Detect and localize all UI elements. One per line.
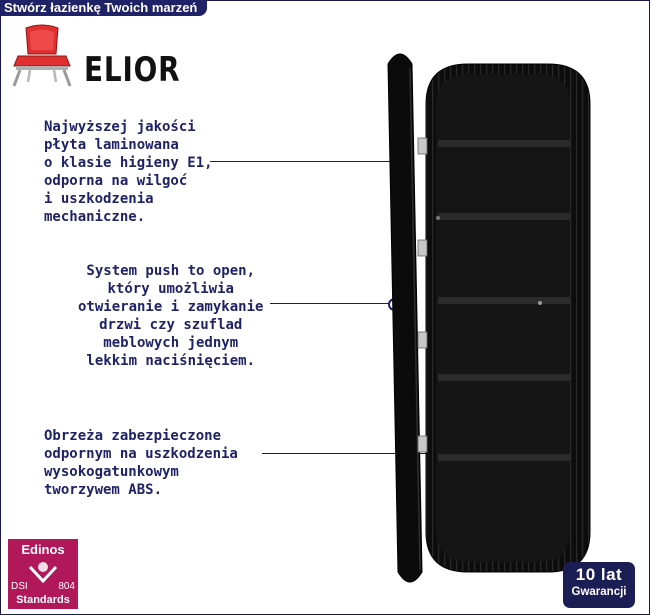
brand-name: ELIOR xyxy=(84,50,181,90)
feature-line: meblowych jednym xyxy=(103,335,239,351)
feature-line: otwieranie i zamykanie xyxy=(78,299,264,315)
edinos-name: Edinos xyxy=(21,542,65,557)
callout-line-abs xyxy=(262,453,446,454)
brand-logo: ELIOR xyxy=(8,22,181,92)
checkmark-icon xyxy=(28,562,58,583)
edinos-label: Standards xyxy=(16,594,70,606)
edinos-standard-number: 804 xyxy=(58,581,75,592)
feature-line: odporna na wilgoć xyxy=(44,173,188,189)
warranty-label: Gwarancji xyxy=(571,586,627,598)
feature-line: mechaniczne. xyxy=(44,209,146,225)
callout-line-laminate xyxy=(210,161,396,162)
warranty-years: 10 lat xyxy=(575,565,623,584)
edinos-standard-left: DSI xyxy=(11,581,28,592)
cabinet-illustration xyxy=(387,53,591,583)
feature-line: tworzywem ABS. xyxy=(44,482,163,498)
top-banner: Stwórz łazienkę Twoich marzeń xyxy=(0,0,208,16)
feature-line: płyta laminowana xyxy=(44,137,179,153)
feature-abs-edges: Obrzeża zabezpieczone odpornym na uszkod… xyxy=(44,427,238,499)
feature-line: lekkim naciśnięciem. xyxy=(86,353,255,369)
red-chair-icon xyxy=(12,24,72,87)
callout-line-push xyxy=(270,303,390,304)
feature-laminate: Najwyższej jakości płyta laminowana o kl… xyxy=(44,118,213,226)
feature-line: wysokogatunkowym xyxy=(44,464,179,480)
edinos-standards-badge: Edinos DSI 804 Standards xyxy=(8,539,78,609)
feature-line: Najwyższej jakości xyxy=(44,119,196,135)
warranty-badge: 10 lat Gwarancji xyxy=(563,562,635,608)
feature-line: Obrzeża zabezpieczone xyxy=(44,428,222,444)
feature-line: System push to open, xyxy=(86,263,255,279)
feature-line: o klasie higieny E1, xyxy=(44,155,213,171)
feature-line: który umożliwia xyxy=(107,281,234,297)
feature-line: odpornym na uszkodzenia xyxy=(44,446,238,462)
feature-line: i uszkodzenia xyxy=(44,191,154,207)
feature-push-to-open: System push to open, który umożliwia otw… xyxy=(78,262,263,370)
feature-line: drzwi czy szuflad xyxy=(99,317,243,333)
